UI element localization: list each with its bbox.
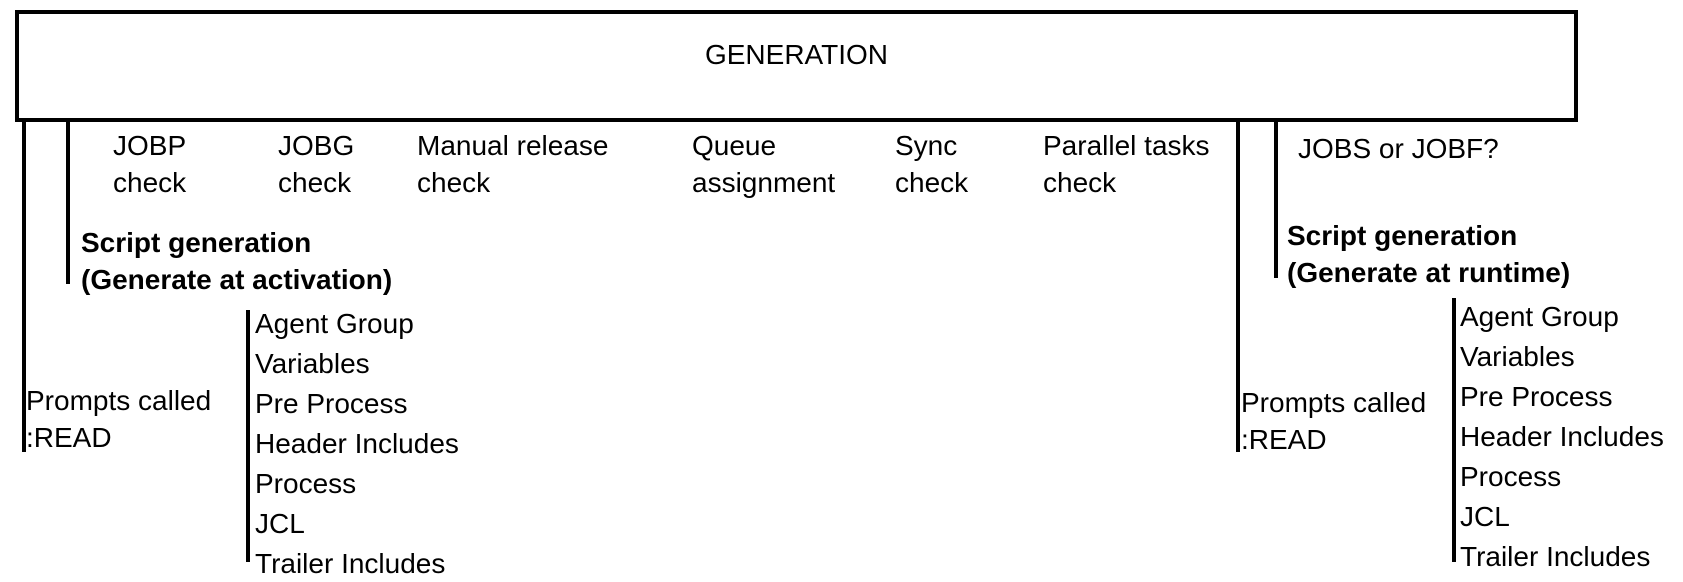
script-part-item: Process: [1460, 461, 1562, 492]
tick-prompts-activation-line: [22, 118, 26, 452]
script-part-item: Variables: [1460, 341, 1575, 372]
script-part-item: Process: [255, 468, 357, 499]
check-label-parallel-tasks: Parallel tasks check: [1043, 130, 1210, 198]
generation-box: [15, 10, 1578, 122]
script-generation-activation-heading: Script generation (Generate at activatio…: [81, 227, 393, 295]
script-part-item: Agent Group: [1460, 301, 1619, 332]
script-parts-list-runtime: Agent Group Variables Pre Process Header…: [1460, 297, 1664, 577]
prompts-note-activation: Prompts called :READ: [26, 385, 212, 453]
check-label-queue: Queue assignment: [692, 130, 836, 198]
check-label-jobg: JOBG check: [278, 130, 355, 198]
script-part-item: Pre Process: [1460, 381, 1613, 412]
script-generation-runtime-heading: Script generation (Generate at runtime): [1287, 220, 1571, 288]
script-part-item: Variables: [255, 348, 370, 379]
check-label-manual-release: Manual release check: [417, 130, 609, 198]
script-parts-list-activation: Agent Group Variables Pre Process Header…: [255, 304, 459, 582]
tick-prompts-runtime-line: [1236, 118, 1240, 452]
check-label-jobp: JOBP check: [113, 130, 187, 198]
script-part-item: Trailer Includes: [255, 548, 446, 579]
script-parts-bracket-activation: [246, 310, 250, 562]
script-part-item: Agent Group: [255, 308, 414, 339]
tick-script-runtime-line: [1274, 118, 1278, 278]
script-part-item: Header Includes: [255, 428, 459, 459]
script-parts-bracket-runtime: [1452, 298, 1456, 562]
tick-script-activation-line: [66, 118, 70, 284]
check-label-sync: Sync check: [895, 130, 969, 198]
job-type-question-label: JOBS or JOBF?: [1298, 133, 1499, 164]
script-part-item: Trailer Includes: [1460, 541, 1651, 572]
prompts-note-runtime: Prompts called :READ: [1241, 387, 1427, 455]
generation-title: GENERATION: [704, 39, 889, 70]
script-part-item: Header Includes: [1460, 421, 1664, 452]
script-part-item: Pre Process: [255, 388, 408, 419]
script-part-item: JCL: [1460, 501, 1510, 532]
script-part-item: JCL: [255, 508, 305, 539]
